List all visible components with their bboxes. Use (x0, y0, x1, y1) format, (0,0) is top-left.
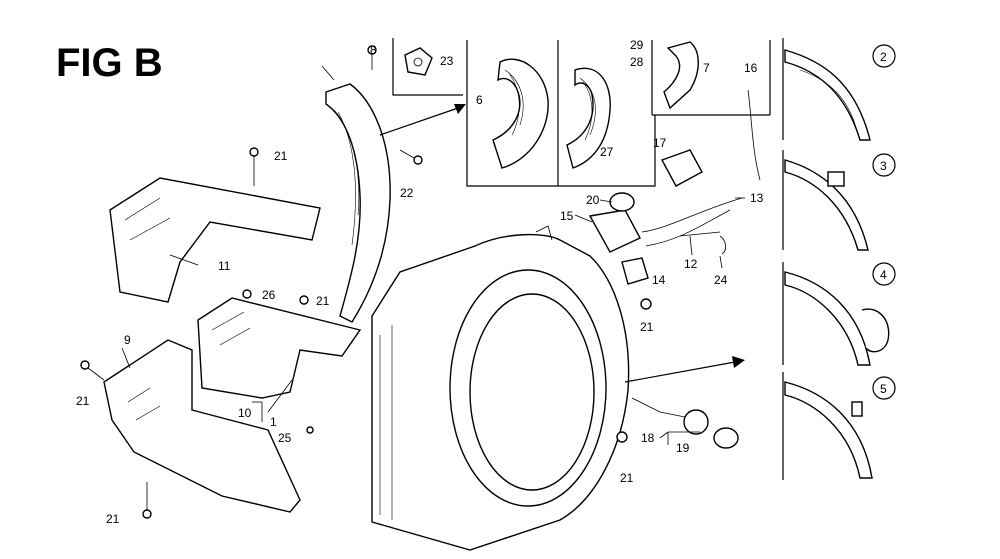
svg-text:3: 3 (880, 159, 887, 173)
detail-strip-3 (782, 150, 869, 251)
label-28: 28 (630, 55, 644, 69)
label-22: 22 (400, 186, 414, 200)
callout-5: 5 (872, 376, 896, 400)
label-24: 24 (714, 273, 728, 287)
detail-strip-2 (782, 38, 871, 141)
mid-bracket (197, 297, 362, 399)
label-21-left: 21 (76, 394, 90, 408)
label-23: 23 (440, 54, 454, 68)
callout-2: 2 (872, 44, 896, 68)
label-13: 13 (750, 191, 764, 205)
svg-text:4: 4 (880, 268, 887, 282)
label-15: 15 (560, 209, 574, 223)
label-9: 9 (124, 333, 131, 347)
label-21-right: 21 (640, 320, 654, 334)
part-labels: 8 23 6 29 28 7 27 16 17 22 21 20 13 15 1… (76, 38, 764, 526)
detail-cover-27 (566, 67, 611, 169)
bolt-group (80, 45, 652, 519)
label-21-bottom-left: 21 (106, 512, 120, 526)
detail-cover-6 (492, 58, 549, 169)
label-18: 18 (641, 431, 655, 445)
lower-guard (103, 339, 301, 513)
label-14: 14 (652, 273, 666, 287)
figure-title: FIG B (56, 41, 163, 85)
label-27: 27 (600, 145, 614, 159)
svg-text:2: 2 (880, 50, 887, 64)
detail-strip-5 (782, 372, 873, 480)
label-21-top: 21 (274, 149, 288, 163)
label-21-bottom-right: 21 (620, 471, 634, 485)
detail-cover-7 (663, 41, 699, 110)
callout-4: 4 (872, 262, 896, 286)
label-17: 17 (653, 136, 667, 150)
detail-box-group (392, 38, 771, 187)
upper-guard (109, 177, 321, 303)
label-25: 25 (278, 431, 292, 445)
label-20: 20 (586, 193, 600, 207)
label-7: 7 (703, 61, 710, 75)
electrical-assembly (588, 89, 761, 285)
leader-lines (121, 197, 745, 445)
fan-housing (371, 225, 630, 551)
label-16: 16 (744, 61, 758, 75)
label-8: 8 (370, 43, 377, 57)
label-21-mid: 21 (316, 294, 330, 308)
detail-box-main (466, 40, 656, 187)
svg-text:5: 5 (880, 382, 887, 396)
label-29: 29 (630, 38, 644, 52)
label-26: 26 (262, 288, 276, 302)
label-11: 11 (218, 259, 231, 273)
label-19: 19 (676, 441, 690, 455)
pointer-arrows (379, 104, 745, 383)
label-10: 10 (238, 406, 252, 420)
label-1: 1 (270, 415, 277, 429)
label-6: 6 (476, 93, 483, 107)
detail-strip-4 (782, 262, 890, 366)
label-12: 12 (684, 257, 698, 271)
detail-clip-23 (404, 47, 433, 76)
connector-assembly (631, 397, 739, 449)
callout-3: 3 (872, 153, 896, 177)
shroud-cover (321, 65, 391, 323)
